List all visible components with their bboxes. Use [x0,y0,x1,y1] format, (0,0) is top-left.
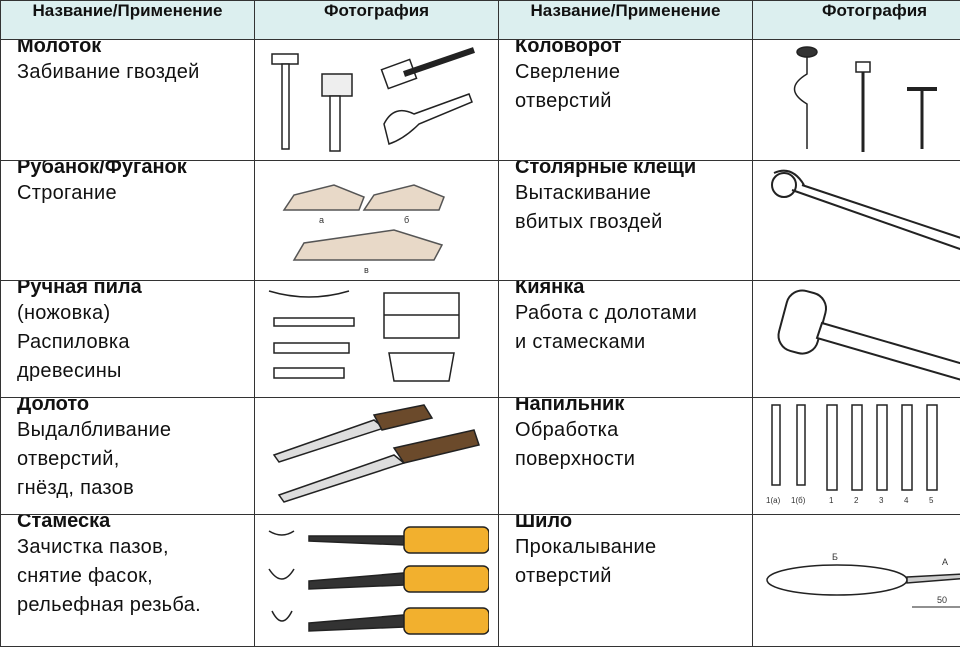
awl-label: Б [832,552,838,562]
pincers-icon [762,165,960,277]
tool-use: Прокалывание [515,533,746,562]
tool-cell-awl: Шило Прокалывание отверстий [499,515,753,647]
photo-cell-brace [753,40,960,161]
tool-name: Рубанок/Фуганок [17,161,248,180]
photo-cell-chisel [255,398,499,515]
tool-use: отверстий [515,562,746,591]
file-label: 2 [854,496,859,505]
tool-use: (ножовка) [17,299,248,328]
tool-cell-gouge: Стамеска Зачистка пазов, снятие фасок, р… [1,515,255,647]
awl-label: А [942,557,948,567]
tool-name: Стамеска [17,515,248,534]
tool-name: Напильник [515,398,746,417]
tool-name: Шило [515,515,746,534]
tool-cell-pincers: Столярные клещи Вытаскивание вбитых гвоз… [499,161,753,281]
photo-cell-handsaw [255,281,499,398]
tool-name: Долото [17,398,248,417]
tool-name: Молоток [17,40,248,59]
tool-use: Вытаскивание [515,179,746,208]
tool-use: Зачистка пазов, [17,533,248,562]
tool-cell-file: Напильник Обработка поверхности [499,398,753,515]
photo-cell-hammer [255,40,499,161]
tool-use: Забивание гвоздей [17,58,248,87]
table-row: Молоток Забивание гвоздей Коло [1,40,960,161]
table-row: Рубанок/Фуганок Строгание а б в [1,161,960,281]
awl-label: 50 [937,595,947,605]
tool-cell-mallet: Киянка Работа с долотами и стамесками [499,281,753,398]
plane-icon: а б в [264,165,489,277]
header-photo-2: Фотография [753,1,960,40]
photo-cell-awl: Б А 50 15 [753,515,960,647]
tool-use: Работа с долотами [515,299,746,328]
tool-use: Распиловка [17,328,248,357]
tool-cell-chisel: Долото Выдалбливание отверстий, гнёзд, п… [1,398,255,515]
header-name-1: Название/Применение [1,1,255,40]
tool-name: Столярные клещи [515,161,746,180]
tool-use: и стамесками [515,328,746,357]
photo-cell-mallet [753,281,960,398]
photo-cell-pincers [753,161,960,281]
tool-use: отверстий, [17,445,248,474]
table-row: Ручная пила (ножовка) Распиловка древеси… [1,281,960,398]
tool-use: Выдалбливание [17,416,248,445]
plane-label-v: в [364,265,369,275]
file-label: 1(а) [766,496,781,505]
gouge-icon [264,521,489,641]
photo-cell-gouge [255,515,499,647]
hammer-icon [264,44,489,156]
tool-use: вбитых гвоздей [515,208,746,237]
file-label: 3 [879,496,884,505]
tool-cell-hammer: Молоток Забивание гвоздей [1,40,255,161]
photo-cell-file: 1(а) 1(б) 1 2 3 4 5 [753,398,960,515]
header-name-2: Название/Применение [499,1,753,40]
file-icon: 1(а) 1(б) 1 2 3 4 5 [762,400,960,512]
tool-name: Коловорот [515,40,746,59]
awl-icon: Б А 50 15 [762,525,960,637]
tool-cell-plane: Рубанок/Фуганок Строгание [1,161,255,281]
file-label: 5 [929,496,934,505]
tool-use: снятие фасок, [17,562,248,591]
mallet-icon [762,283,960,395]
handsaw-icon [264,283,489,395]
plane-label-b: б [404,215,409,225]
tool-use: Обработка [515,416,746,445]
tool-use: гнёзд, пазов [17,474,248,503]
tool-use: поверхности [515,445,746,474]
table-row: Стамеска Зачистка пазов, снятие фасок, р… [1,515,960,647]
photo-cell-plane: а б в [255,161,499,281]
plane-label-a: а [319,215,324,225]
tool-use: отверстий [515,87,746,116]
tool-cell-brace: Коловорот Сверление отверстий [499,40,753,161]
tool-name: Киянка [515,281,746,300]
tool-name: Ручная пила [17,281,248,300]
chisel-icon [264,400,489,512]
brace-drill-icon [762,44,960,156]
file-label: 1 [829,496,834,505]
tool-use: Сверление [515,58,746,87]
tool-use: Строгание [17,179,248,208]
file-label: 1(б) [791,496,806,505]
tool-use: древесины [17,357,248,386]
tool-use: рельефная резьба. [17,591,248,620]
header-row: Название/Применение Фотография Название/… [1,1,960,40]
header-photo-1: Фотография [255,1,499,40]
table-row: Долото Выдалбливание отверстий, гнёзд, п… [1,398,960,515]
tool-cell-handsaw: Ручная пила (ножовка) Распиловка древеси… [1,281,255,398]
file-label: 4 [904,496,909,505]
